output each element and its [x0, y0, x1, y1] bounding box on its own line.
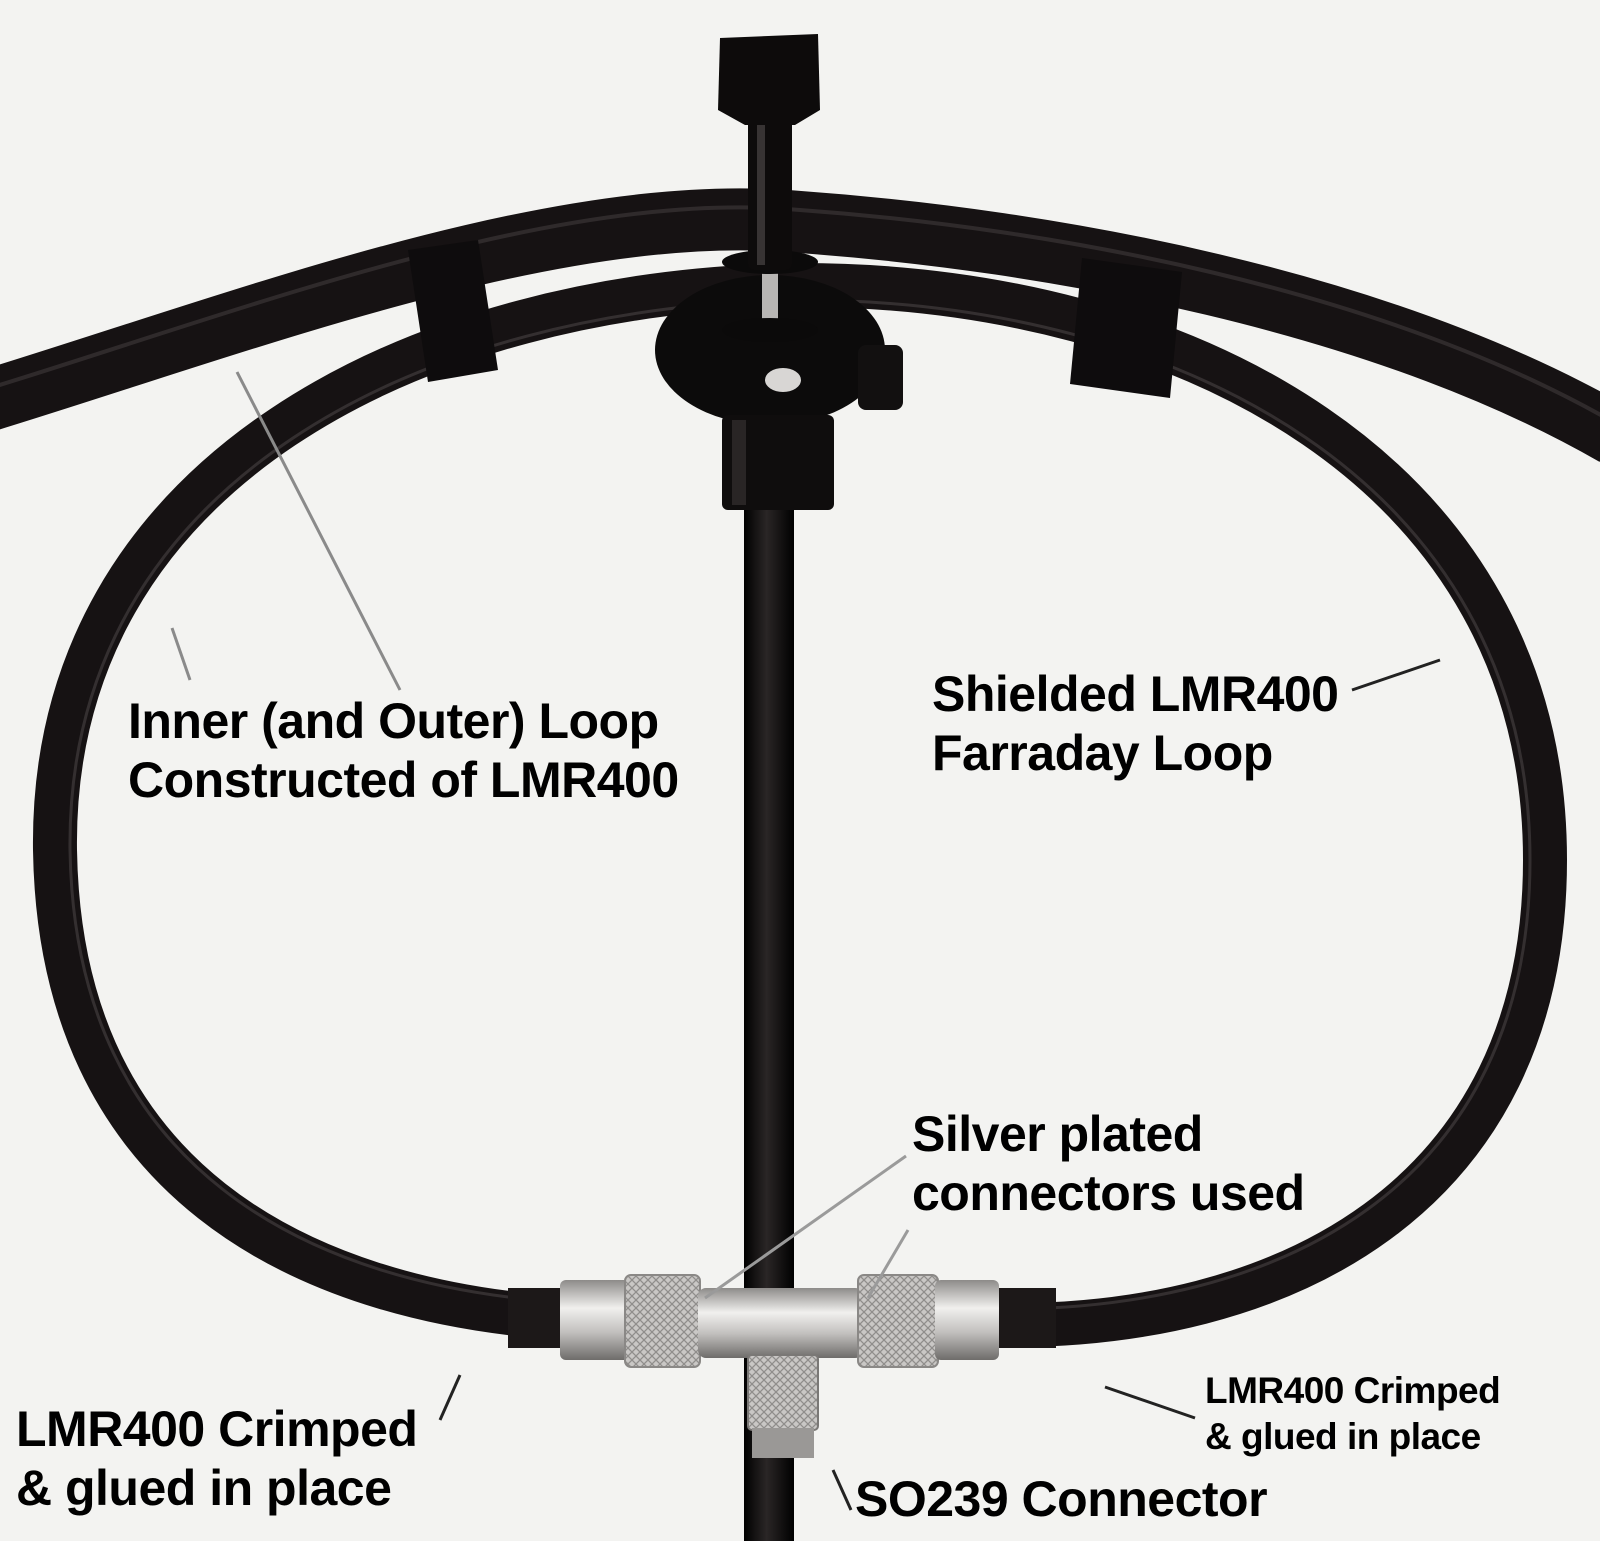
connectors-label: Silver plated connectors used — [912, 1105, 1305, 1222]
inner-loop-label-line2: Constructed of LMR400 — [128, 751, 679, 808]
inner-loop-label: Inner (and Outer) Loop Constructed of LM… — [128, 692, 679, 809]
so239-label: SO239 Connector — [855, 1470, 1268, 1529]
leader-lines — [170, 371, 1441, 1511]
knurled-nut-right — [857, 1274, 939, 1368]
outer-loop-cable — [0, 188, 1600, 462]
crimp-left-label-line2: & glued in place — [16, 1459, 392, 1516]
mast-coupler — [722, 415, 834, 510]
knurled-nut-left — [624, 1274, 701, 1368]
crimp-right-label: LMR400 Crimped & glued in place — [1205, 1368, 1501, 1461]
crimp-right-label-line1: LMR400 Crimped — [1205, 1370, 1501, 1411]
cable-ferrule-right — [994, 1288, 1056, 1348]
connectors-label-line1: Silver plated — [912, 1106, 1203, 1162]
farraday-loop-label: Shielded LMR400 Farraday Loop — [932, 665, 1339, 782]
crimp-left-label: LMR400 Crimped & glued in place — [16, 1400, 418, 1517]
connector-body-left — [560, 1280, 630, 1360]
velcro-strap-left — [408, 240, 498, 382]
connectors-label-line2: connectors used — [912, 1164, 1305, 1221]
crimp-left-label-line1: LMR400 Crimped — [16, 1401, 418, 1457]
so239-connector — [747, 1354, 819, 1431]
inner-loop-label-line1: Inner (and Outer) Loop — [128, 693, 659, 749]
t-adapter — [698, 1288, 863, 1358]
crimp-right-label-line2: & glued in place — [1205, 1416, 1481, 1458]
top-bolt — [762, 265, 778, 335]
farraday-loop-label-line2: Farraday Loop — [932, 724, 1273, 781]
so239-label-text: SO239 Connector — [855, 1471, 1268, 1527]
farraday-loop-label-line1: Shielded LMR400 — [932, 666, 1339, 722]
cable-ferrule-left — [508, 1288, 564, 1348]
mount-clamp — [655, 275, 885, 425]
connector-body-right — [935, 1280, 999, 1360]
velcro-strap-right — [1070, 258, 1182, 398]
wing-knob — [718, 34, 820, 125]
